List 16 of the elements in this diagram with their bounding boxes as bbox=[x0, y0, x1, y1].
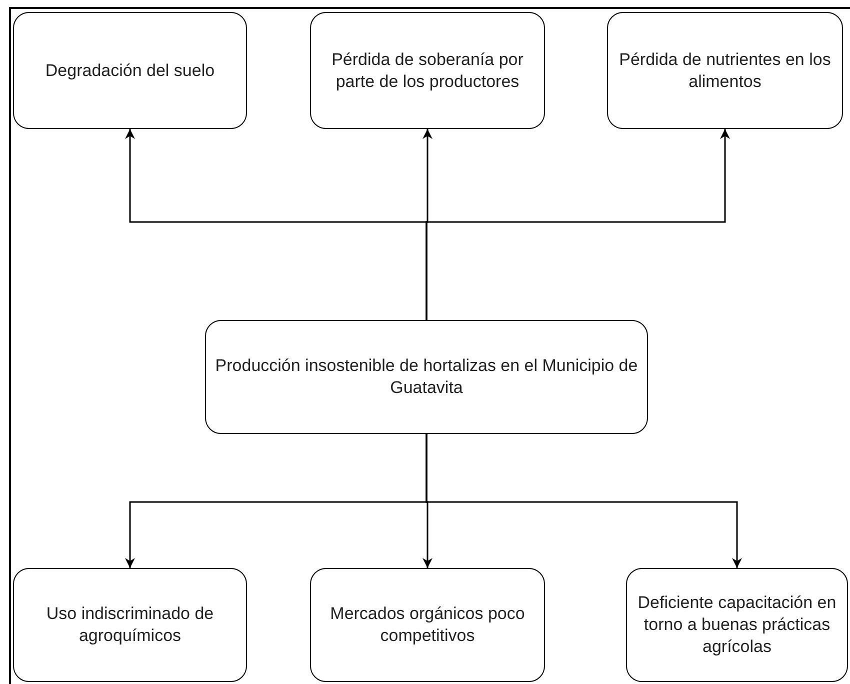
box-label: Mercados orgánicos poco competitivos bbox=[329, 603, 526, 647]
box-label: Pérdida de soberanía por parte de los productores bbox=[330, 48, 524, 92]
box-label: Degradación del suelo bbox=[45, 60, 215, 82]
arrow bbox=[426, 434, 742, 568]
box-label: Uso indiscriminado de agroquímicos bbox=[45, 603, 215, 647]
rounded-box bbox=[626, 568, 848, 682]
arrow bbox=[426, 129, 730, 320]
rounded-box bbox=[13, 12, 247, 129]
box-label: Pérdida de nutrientes en los alimentos bbox=[618, 48, 832, 92]
box-label: Producción insostenible de hortalizas en el Municipio de Guatavita bbox=[214, 355, 639, 399]
box-label: Deficiente capacitación en torno a buenas prácticas agrícolas bbox=[636, 592, 838, 658]
rounded-box bbox=[310, 12, 545, 129]
rounded-box bbox=[205, 320, 648, 434]
rounded-box bbox=[13, 568, 247, 682]
rounded-box bbox=[607, 12, 843, 129]
rounded-box bbox=[310, 568, 545, 682]
